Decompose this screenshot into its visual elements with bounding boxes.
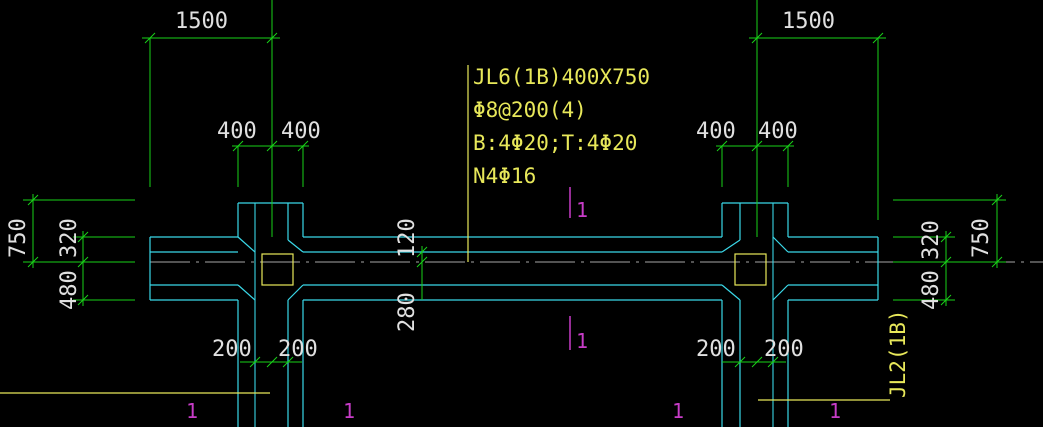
dim-right-foot-a: 200 <box>696 337 736 362</box>
section-mark-top: 1 <box>576 198 588 222</box>
beam-annotation: JL6(1B)400X750 Φ8@200(4) B:4Φ20;T:4Φ20 N… <box>473 65 910 398</box>
section-mark-mid: 1 <box>576 329 588 353</box>
dim-center-lower: 280 <box>395 292 420 332</box>
right-column <box>734 253 767 286</box>
dim-left-total-h: 750 <box>6 218 31 258</box>
dim-left-lower-h: 480 <box>57 270 82 310</box>
column-markers <box>0 65 890 401</box>
section-mark-b1: 1 <box>186 399 198 423</box>
beam-note-line2: Φ8@200(4) <box>473 98 587 122</box>
dim-right-total-h: 750 <box>969 218 994 258</box>
section-mark-b4: 1 <box>829 399 841 423</box>
dim-left-foot-a: 200 <box>212 337 252 362</box>
beam-note-line4: N4Φ16 <box>473 164 536 188</box>
foundation-outline <box>149 202 879 427</box>
dim-left-foot-b: 200 <box>278 337 318 362</box>
dim-right-foot-b: 200 <box>764 337 804 362</box>
dim-left-col-a: 400 <box>217 119 257 144</box>
dim-right-col-a: 400 <box>696 119 736 144</box>
section-mark-b2: 1 <box>343 399 355 423</box>
dim-right-span: 1500 <box>782 9 835 34</box>
right-beam-label: JL2(1B) <box>886 309 910 398</box>
section-mark-b3: 1 <box>672 399 684 423</box>
dim-left-span: 1500 <box>175 9 228 34</box>
beam-note-line1: JL6(1B)400X750 <box>473 65 650 89</box>
dim-right-upper-h: 320 <box>919 220 944 260</box>
beam-note-line3: B:4Φ20;T:4Φ20 <box>473 131 637 155</box>
dim-left-upper-h: 320 <box>57 218 82 258</box>
dim-right-col-b: 400 <box>758 119 798 144</box>
dim-center-upper: 120 <box>395 218 420 258</box>
dim-left-col-b: 400 <box>281 119 321 144</box>
dim-right-lower-h: 480 <box>919 270 944 310</box>
left-column <box>261 253 294 286</box>
dimension-lines <box>23 0 1006 368</box>
